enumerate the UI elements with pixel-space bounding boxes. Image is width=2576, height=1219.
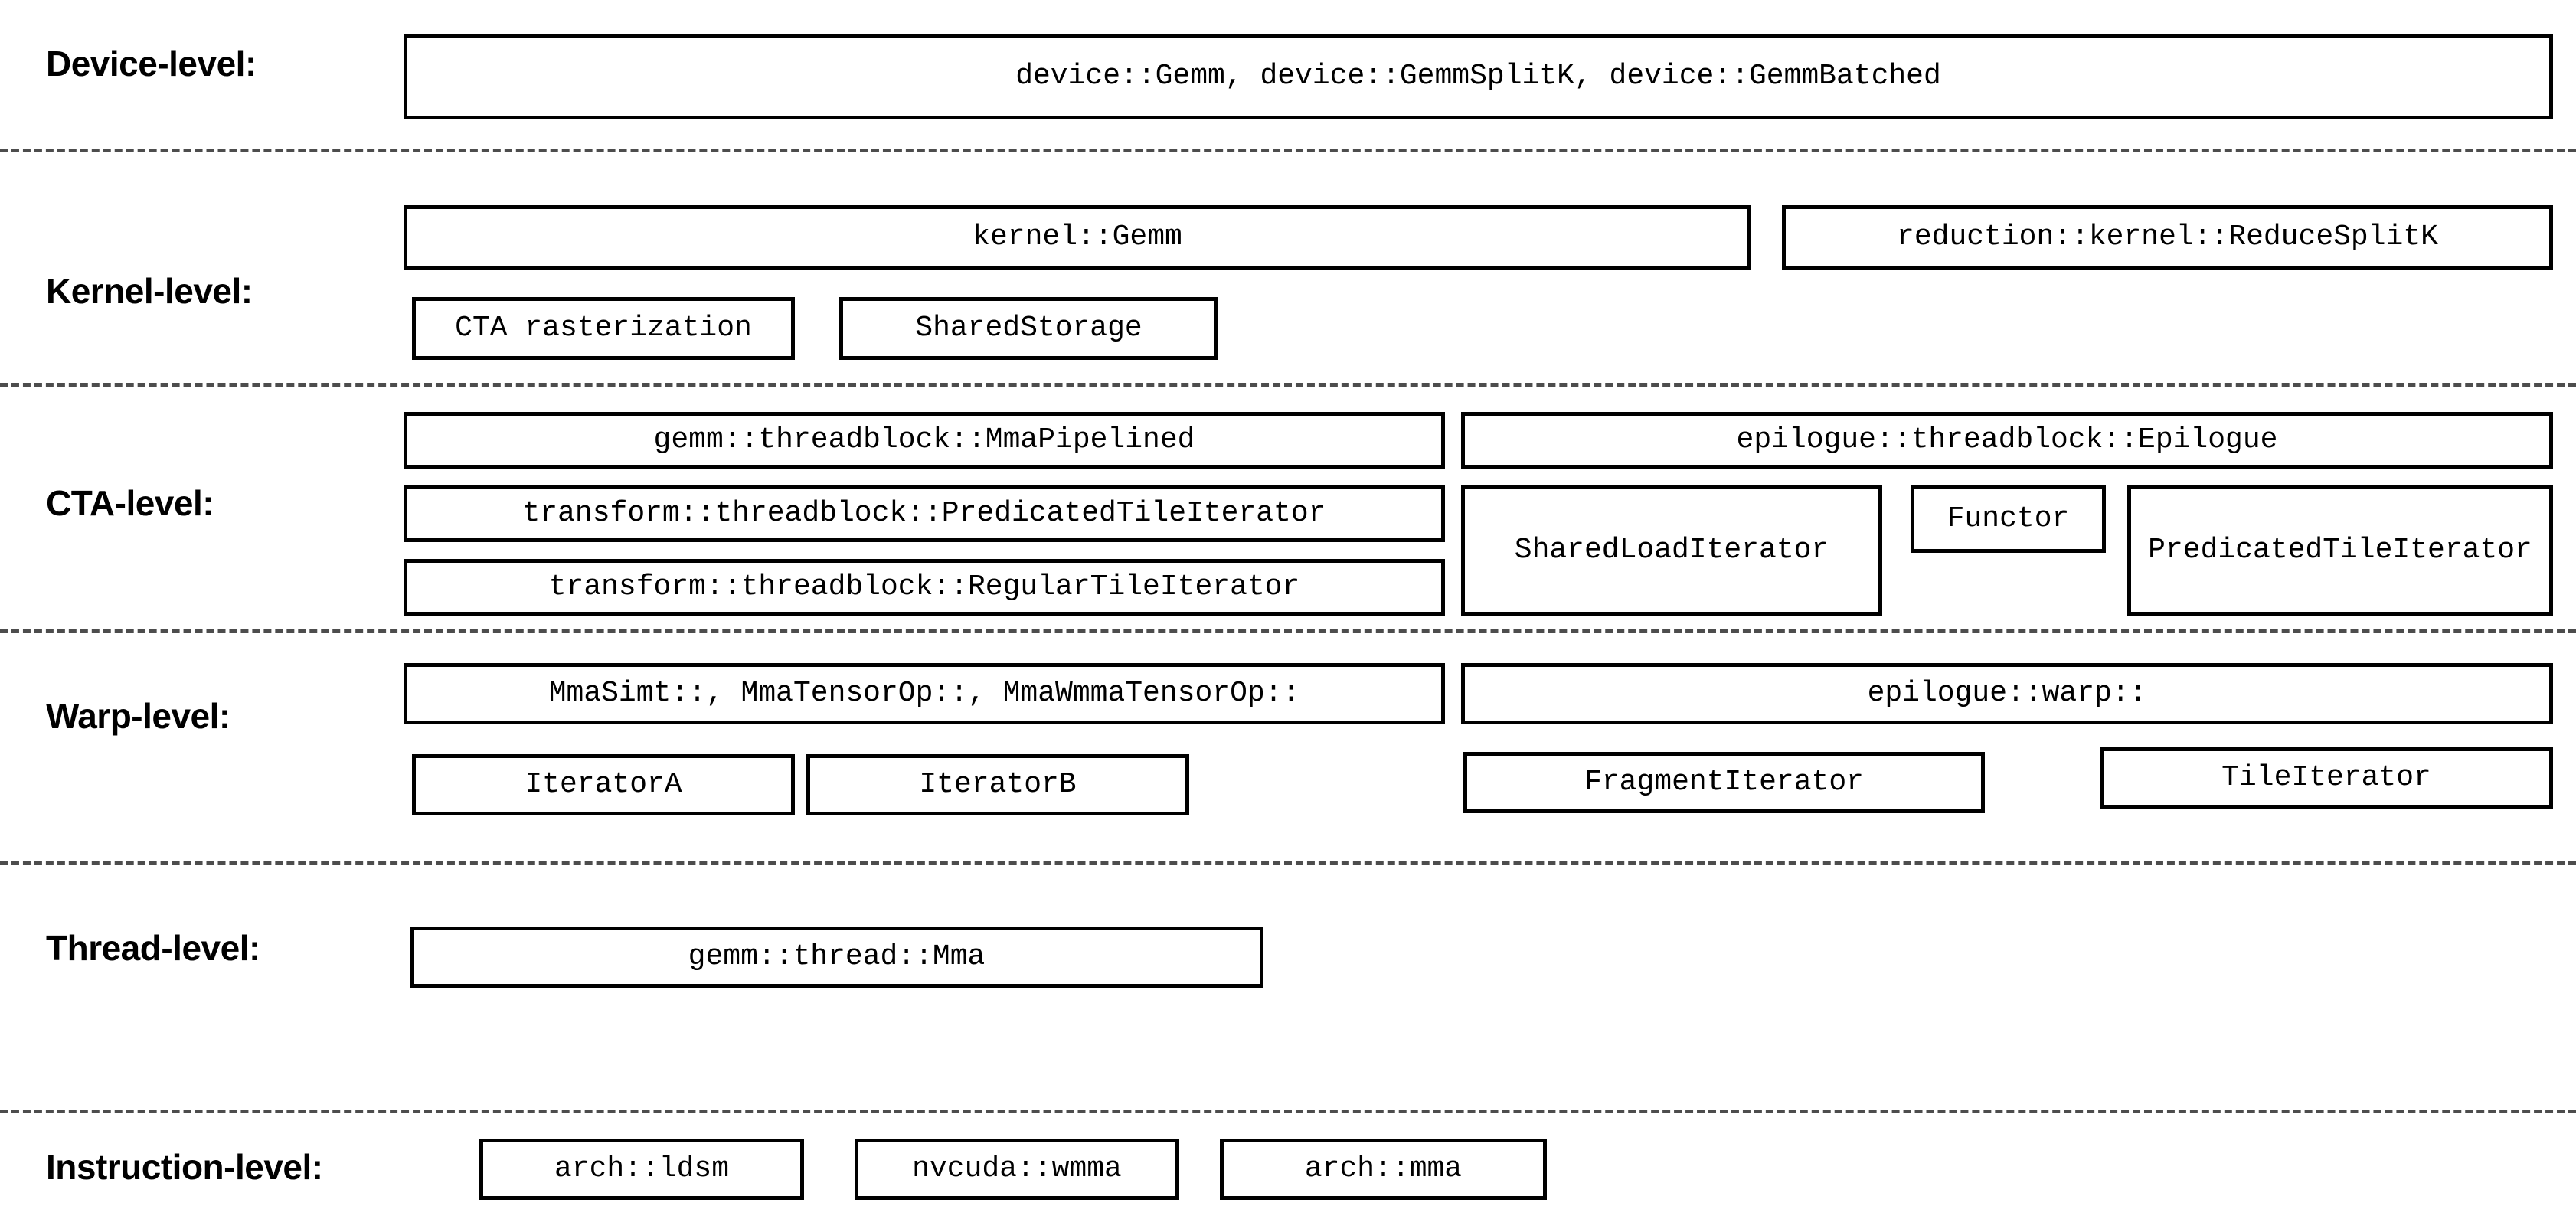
box-warp-mma[interactable]: MmaSimt::, MmaTensorOp::, MmaWmmaTensorO… <box>404 663 1445 724</box>
separator-warp-thread <box>0 861 2576 865</box>
box-tb-predicated-tile-iterator[interactable]: transform::threadblock::PredicatedTileIt… <box>404 485 1445 542</box>
box-device-gemm[interactable]: device::Gemm, device::GemmSplitK, device… <box>404 34 2553 119</box>
separator-kernel-cta <box>0 383 2576 387</box>
level-label-device: Device-level: <box>46 44 257 83</box>
separator-device-kernel <box>0 149 2576 152</box>
box-thread-mma[interactable]: gemm::thread::Mma <box>410 927 1263 988</box>
box-iterator-a[interactable]: IteratorA <box>412 754 795 815</box>
box-kernel-gemm[interactable]: kernel::Gemm <box>404 205 1751 270</box>
level-label-instruction: Instruction-level: <box>46 1147 323 1187</box>
separator-thread-instruction <box>0 1110 2576 1113</box>
box-shared-storage[interactable]: SharedStorage <box>839 297 1218 360</box>
box-fragment-iterator[interactable]: FragmentIterator <box>1463 752 1985 813</box>
box-mma-pipelined[interactable]: gemm::threadblock::MmaPipelined <box>404 412 1445 469</box>
box-tile-iterator[interactable]: TileIterator <box>2100 747 2553 809</box>
box-tb-regular-tile-iterator[interactable]: transform::threadblock::RegularTileItera… <box>404 559 1445 616</box>
level-label-warp: Warp-level: <box>46 696 230 736</box>
box-epilogue-threadblock[interactable]: epilogue::threadblock::Epilogue <box>1461 412 2553 469</box>
level-label-kernel: Kernel-level: <box>46 271 253 311</box>
box-iterator-b[interactable]: IteratorB <box>806 754 1189 815</box>
box-epilogue-warp[interactable]: epilogue::warp:: <box>1461 663 2553 724</box>
level-label-cta: CTA-level: <box>46 483 214 523</box>
separator-cta-warp <box>0 629 2576 633</box>
box-shared-load-iterator[interactable]: SharedLoadIterator <box>1461 485 1882 616</box>
box-arch-mma[interactable]: arch::mma <box>1220 1139 1547 1200</box>
box-arch-ldsm[interactable]: arch::ldsm <box>479 1139 804 1200</box>
box-nvcuda-wmma[interactable]: nvcuda::wmma <box>855 1139 1179 1200</box>
box-functor[interactable]: Functor <box>1911 485 2106 553</box>
box-epilogue-predicated-tile-iterator[interactable]: PredicatedTileIterator <box>2127 485 2553 616</box>
box-cta-rasterization[interactable]: CTA rasterization <box>412 297 795 360</box>
box-reduce-splitk[interactable]: reduction::kernel::ReduceSplitK <box>1782 205 2553 270</box>
level-label-thread: Thread-level: <box>46 928 260 968</box>
